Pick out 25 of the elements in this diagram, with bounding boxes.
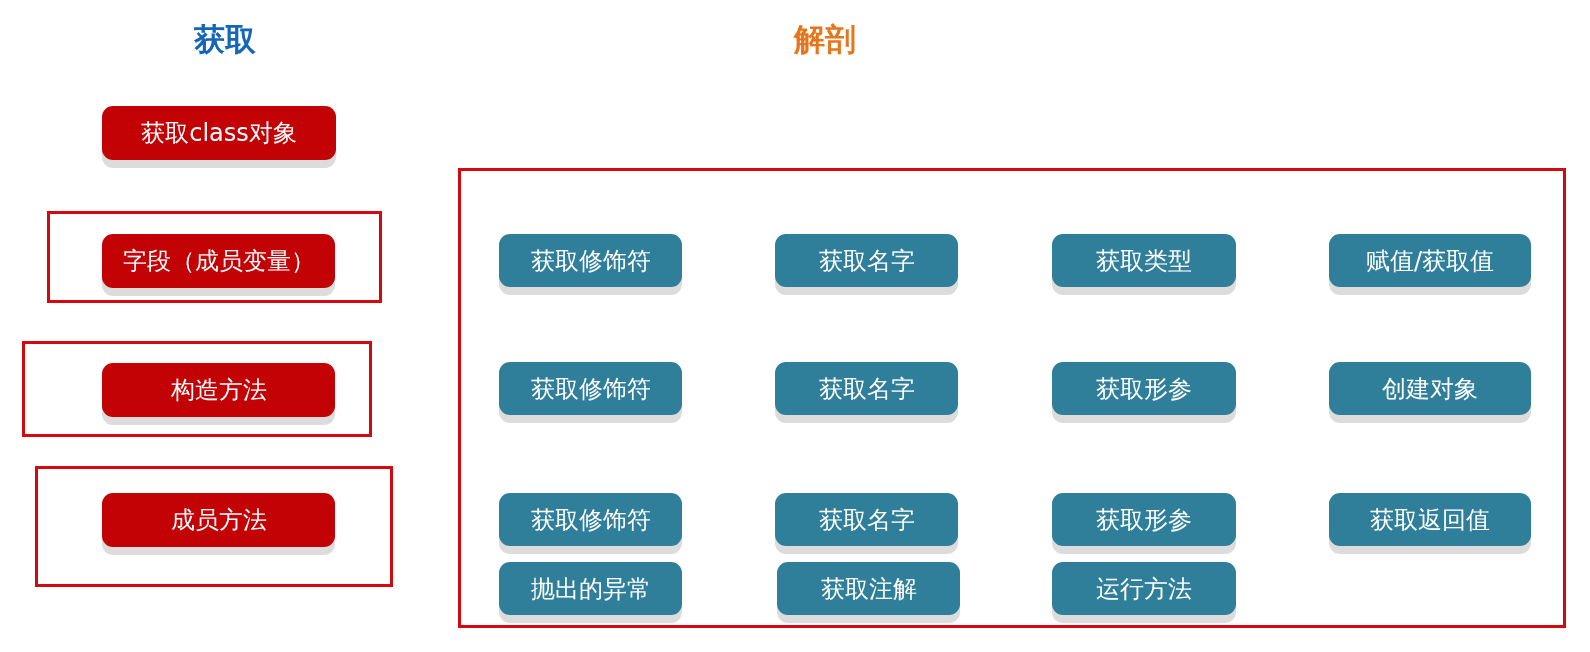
column-heading: 解剖 bbox=[794, 24, 856, 55]
highlight-frame bbox=[22, 341, 372, 437]
method-button: 获取修饰符 bbox=[499, 234, 682, 295]
highlight-frame bbox=[458, 168, 1566, 628]
highlight-frame bbox=[35, 466, 393, 587]
method-button: 获取返回值 bbox=[1329, 493, 1531, 554]
method-button: 创建对象 bbox=[1329, 362, 1531, 423]
method-button: 获取类型 bbox=[1052, 234, 1236, 295]
method-button: 赋值/获取值 bbox=[1329, 234, 1531, 295]
method-button: 获取修饰符 bbox=[499, 493, 682, 554]
method-button: 获取形参 bbox=[1052, 493, 1236, 554]
method-button: 抛出的异常 bbox=[499, 562, 682, 623]
highlight-frame bbox=[47, 211, 382, 303]
method-button: 运行方法 bbox=[1052, 562, 1236, 623]
category-button: 构造方法 bbox=[102, 363, 335, 425]
method-button: 获取形参 bbox=[1052, 362, 1236, 423]
method-button: 获取名字 bbox=[775, 234, 958, 295]
category-button: 获取class对象 bbox=[102, 106, 336, 168]
method-button: 获取名字 bbox=[775, 362, 958, 423]
method-button: 获取名字 bbox=[775, 493, 958, 554]
method-button: 获取注解 bbox=[777, 562, 960, 623]
method-button: 获取修饰符 bbox=[499, 362, 682, 423]
category-button: 字段（成员变量） bbox=[102, 234, 335, 296]
column-heading: 获取 bbox=[194, 24, 256, 55]
category-button: 成员方法 bbox=[102, 493, 335, 555]
